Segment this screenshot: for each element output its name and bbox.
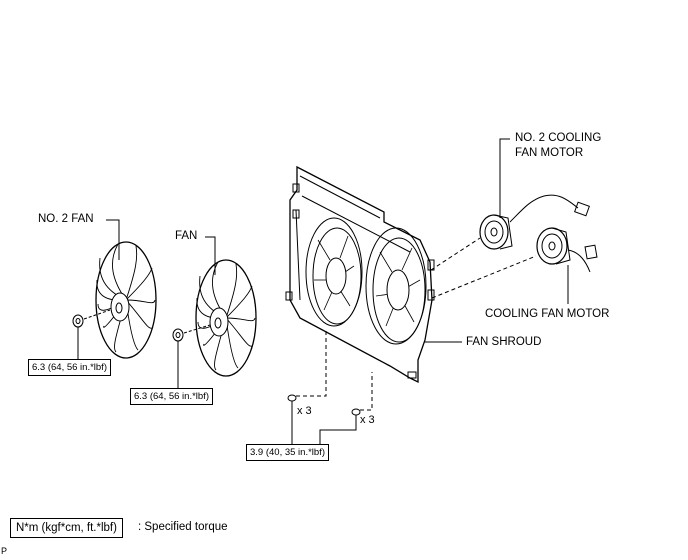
fan-shroud-illustration	[285, 165, 435, 384]
fan-label: FAN	[175, 230, 198, 242]
fan-nut-icon	[172, 328, 184, 342]
fan-nut-torque: 6.3 (64, 56 in.*lbf)	[130, 388, 213, 405]
cooling-fan-motor-illustration	[536, 227, 598, 273]
figure-code: P	[1, 546, 8, 556]
bolt-right-icon	[351, 408, 361, 421]
bolt-left-icon	[287, 394, 297, 408]
no2-fan-nut-torque: 6.3 (64, 56 in.*lbf)	[28, 359, 111, 376]
right-bolts-quantity: x 3	[360, 414, 375, 426]
torque-legend-description: : Specified torque	[138, 521, 228, 533]
no2-fan-nut-icon	[72, 314, 84, 328]
left-bolts-quantity: x 3	[297, 405, 312, 417]
no2-fan-illustration	[95, 241, 157, 359]
fan-shroud-label: FAN SHROUD	[466, 336, 542, 348]
no2-cooling-fan-motor-label-line1: NO. 2 COOLING	[515, 132, 602, 144]
no2-cooling-fan-motor-illustration	[479, 194, 590, 250]
fan-illustration	[195, 259, 257, 377]
torque-legend-unit: N*m (kgf*cm, ft.*lbf)	[10, 518, 123, 538]
bolts-torque: 3.9 (40, 35 in.*lbf)	[246, 444, 329, 461]
no2-fan-label: NO. 2 FAN	[38, 213, 94, 225]
cooling-fan-motor-label: COOLING FAN MOTOR	[485, 308, 610, 320]
no2-cooling-fan-motor-label-line2: FAN MOTOR	[515, 147, 584, 159]
